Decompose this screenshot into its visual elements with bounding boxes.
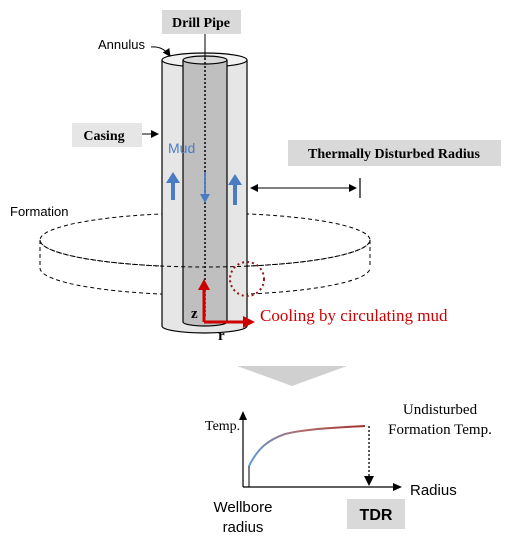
casing-label-box: [72, 123, 142, 147]
temperature-curve: [248, 425, 366, 467]
mud-label: Mud: [168, 140, 195, 156]
temp-label: Temp.: [205, 419, 240, 434]
thermally-disturbed-radius-label: Thermally Disturbed Radius: [308, 147, 480, 162]
tdr-label-box: [288, 140, 501, 166]
coordinate-axes: [198, 279, 255, 328]
heat-exchange-circle: [229, 261, 265, 297]
casing-label: Casing: [83, 129, 124, 144]
undisturbed-label-line1: Undisturbed: [403, 402, 478, 418]
wellbore-label-line1: Wellbore: [214, 499, 273, 516]
arrow-up-right: [228, 174, 242, 205]
radius-label: Radius: [410, 482, 457, 499]
tdr-label: TDR: [360, 507, 393, 524]
wellbore-label-line2: radius: [223, 519, 264, 536]
r-arrow-head: [243, 316, 255, 328]
graph-y-axis-arrow: [239, 411, 247, 420]
down-chevron: [237, 366, 347, 386]
r-axis-label: r: [218, 328, 225, 344]
arrow-up-left: [166, 172, 180, 200]
formation-front-arc: [39, 239, 371, 268]
undisturbed-label-line2: Formation Temp.: [388, 422, 492, 438]
arrow-down-center: [200, 172, 210, 203]
tdr-box: [347, 499, 405, 529]
tdr-drop-arrow: [364, 476, 374, 486]
drill-pipe-label-box: [162, 10, 241, 34]
graph-x-axis-arrow: [393, 483, 402, 491]
cooling-label: Cooling by circulating mud: [260, 306, 448, 325]
z-arrow-head: [198, 279, 210, 290]
z-axis-label: z: [191, 306, 198, 322]
formation-label: Formation: [10, 204, 69, 219]
mud-flow-arrows: [166, 172, 242, 205]
annulus-pointer: [150, 46, 171, 57]
annulus-label: Annulus: [98, 37, 145, 52]
temperature-graph: [239, 411, 402, 491]
drill-pipe-label: Drill Pipe: [172, 16, 230, 31]
